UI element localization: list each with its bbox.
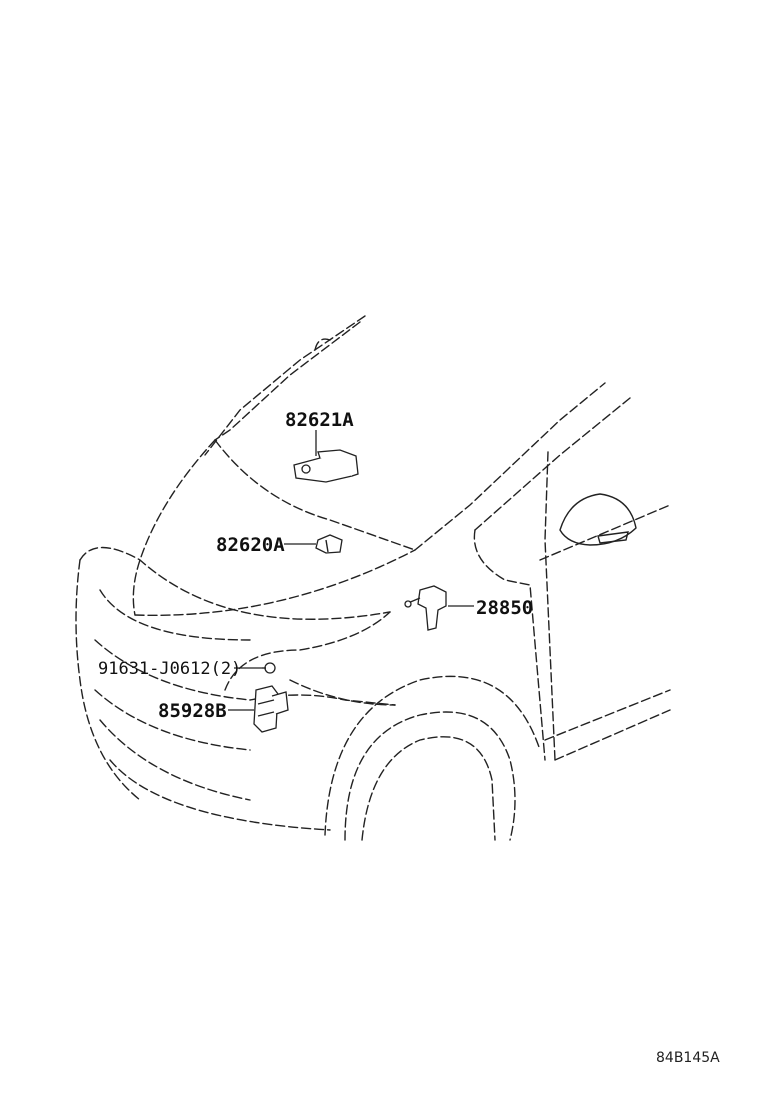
a-pillar-lower	[544, 451, 556, 761]
fender-top	[414, 382, 606, 551]
part-28850-bracket	[404, 585, 447, 631]
fascia-left	[75, 559, 141, 801]
part-82621a-connector	[293, 449, 359, 483]
hood-rear-edge	[214, 439, 416, 551]
hood-lower-edge	[134, 549, 416, 617]
headlamp-bottom	[224, 611, 391, 691]
part-82620a-clip	[315, 534, 343, 554]
callout-82620a: 82620A	[216, 534, 285, 556]
body-side-lower	[554, 709, 671, 761]
wheel-arch	[324, 675, 541, 836]
grille-mid	[94, 639, 251, 701]
headlamp-top	[79, 546, 391, 620]
grille-upper	[99, 589, 251, 641]
roof-line	[474, 397, 631, 531]
figure-code: 84B145A	[656, 1050, 720, 1066]
part-91631-screw	[262, 662, 276, 674]
body-side-crease	[544, 689, 671, 741]
windshield-edge-right	[214, 321, 361, 441]
tire-outer	[344, 711, 516, 841]
bumper-lower	[109, 759, 331, 831]
bumper-crease	[289, 679, 396, 706]
wiper-bump	[314, 338, 331, 351]
windshield-edge-left	[204, 315, 366, 456]
tire-inner	[361, 736, 496, 841]
grille-bottom	[99, 719, 251, 801]
part-85928b-sensor	[253, 685, 289, 733]
mirror-lamp	[597, 531, 629, 544]
callout-28850: 28850	[476, 597, 533, 619]
grille-lower	[94, 689, 251, 751]
callout-82621a: 82621A	[285, 409, 354, 431]
hood-front-edge	[132, 439, 216, 616]
door-front-edge	[473, 529, 546, 761]
side-mirror	[559, 493, 637, 546]
callout-85928b: 85928B	[158, 700, 227, 722]
callout-91631: 91631-J0612(2)	[98, 659, 241, 679]
belt-line	[539, 504, 671, 561]
